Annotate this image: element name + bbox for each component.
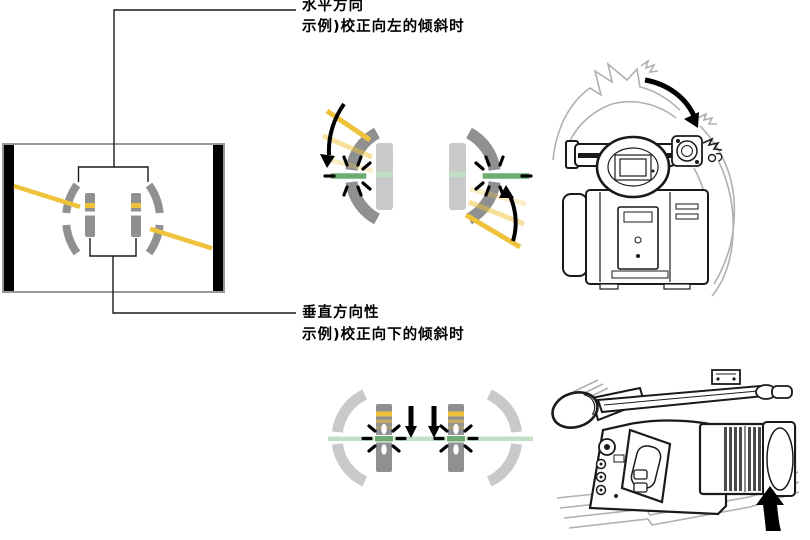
screen-black-bar-left [4, 145, 14, 291]
vertical-gauge-bar-left [374, 404, 394, 472]
callout-vertical [89, 238, 296, 314]
tilt-line-icon [13, 183, 213, 251]
level-gauge-screen [2, 143, 225, 293]
eyecup [551, 391, 599, 429]
microphone-holder [671, 135, 723, 167]
lens-barrel [698, 421, 797, 497]
blink-marks-icon [361, 424, 479, 453]
viewfinder-eyecup [595, 135, 671, 199]
vertical-gauge-bars-icon [85, 193, 141, 237]
blink-marks-icon [474, 155, 533, 197]
camcorder-rear-view [552, 59, 736, 297]
down-arrows-icon [405, 406, 440, 438]
vertical-gauge-blink-icon [328, 389, 533, 487]
blink-marks-icon [323, 155, 372, 197]
horizontal-gauge-blink-right-icon [449, 127, 533, 250]
vertical-example-label: 示例)校正向下的倾斜时 [302, 327, 465, 343]
tilt-up-arrow-icon [756, 486, 784, 531]
side-controls [595, 438, 648, 498]
horizontal-gauge-arcs-icon [62, 182, 164, 256]
horizontal-gauge-blink-left-icon [320, 102, 393, 225]
screen-black-bar-right [213, 145, 223, 291]
rotate-clockwise-arrow-icon [644, 77, 699, 128]
vertical-gauge-bar-right [446, 404, 466, 472]
accessory-shoe [711, 369, 741, 385]
vertical-direction-label: 垂直方向性 [302, 305, 380, 321]
curved-arrow-up-icon [508, 195, 518, 242]
horizontal-example-label: 示例)校正向左的倾斜时 [302, 19, 465, 35]
curved-arrow-down-icon [326, 102, 346, 156]
callout-horizontal [77, 9, 296, 182]
camcorder-side-view [551, 369, 800, 531]
horizontal-direction-label: 水平方向 [302, 0, 364, 14]
